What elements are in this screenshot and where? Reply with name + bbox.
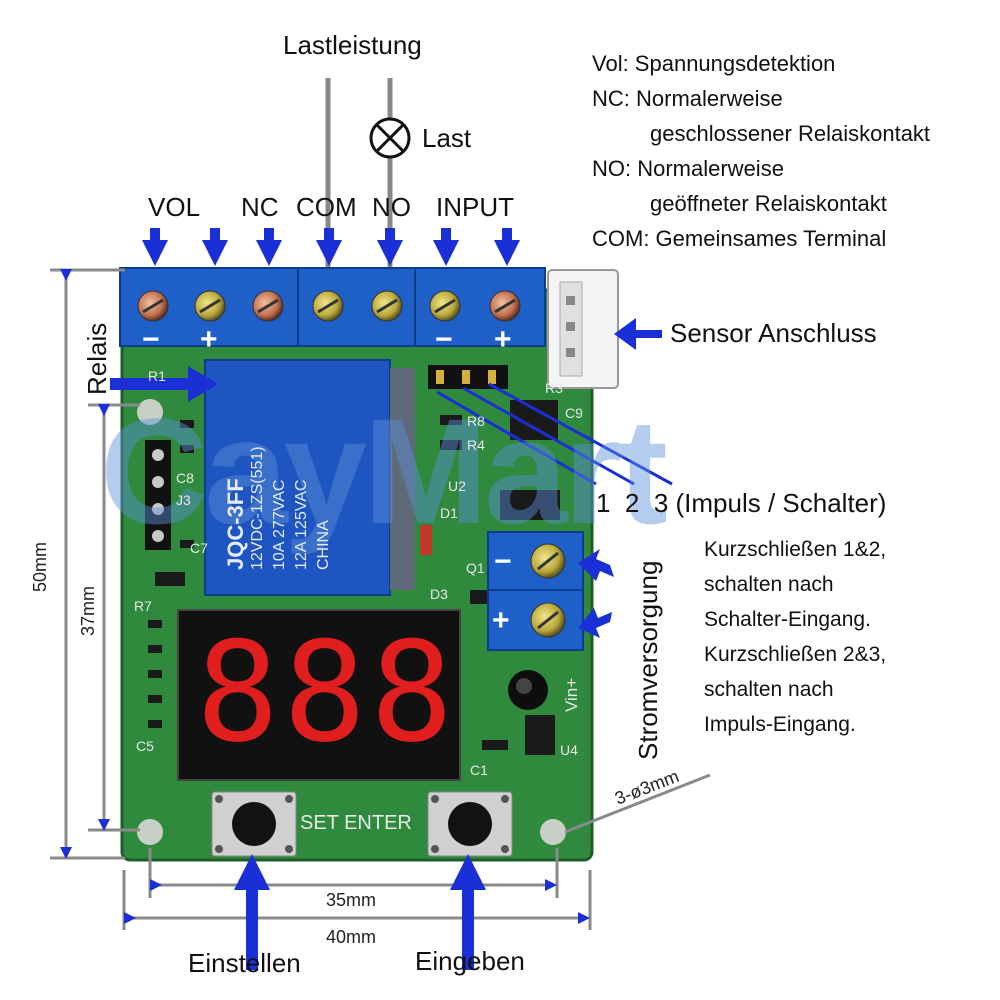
- load-power-label: Lastleistung: [283, 30, 422, 60]
- designator-r8: R8: [467, 413, 485, 429]
- designator-c7: C7: [190, 540, 208, 556]
- dimension-lines: [50, 268, 711, 930]
- legend-vol: Vol: Spannungsdetektion: [592, 51, 836, 76]
- designator-j3: J3: [176, 492, 191, 508]
- enter-push-button[interactable]: [427, 791, 513, 857]
- designator-c9: C9: [565, 405, 583, 421]
- designator-d3: D3: [430, 586, 448, 602]
- legend-com: COM: Gemeinsames Terminal: [592, 226, 887, 251]
- terminal-legend: Vol: Spannungsdetektion NC: Normalerweis…: [592, 46, 930, 256]
- power-supply-label: Stromversorgung: [633, 560, 663, 760]
- enter-button-label: Eingeben: [415, 946, 525, 976]
- relay-component: [204, 359, 415, 596]
- relay-coil: 12VDC-1ZS(551): [249, 446, 266, 570]
- terminal-label-input: INPUT: [436, 192, 514, 222]
- power-terminal-block: [487, 531, 584, 651]
- display-digits: 888: [196, 612, 458, 773]
- pointer-arrows: [110, 228, 662, 970]
- relay-origin: CHINA: [315, 520, 332, 570]
- jumper-pins-label: 1 2 3 (Impuls / Schalter): [596, 488, 887, 518]
- designator-u4: U4: [560, 742, 578, 758]
- load-label: Last: [422, 123, 472, 153]
- jumper-header: [428, 365, 508, 389]
- terminal-label-no: NO: [372, 192, 411, 222]
- jumper-note-line-3: Schalter-Eingang.: [704, 608, 871, 631]
- designator-c1: C1: [470, 762, 488, 778]
- legend-nc: NC: Normalerweise: [592, 86, 783, 111]
- relay-model: JQC-3FF: [223, 478, 248, 570]
- legend-no-desc: geöffneter Relaiskontakt: [650, 191, 887, 216]
- set-button-label: Einstellen: [188, 948, 301, 978]
- jumper-note-line-6: Impuls-Eingang.: [704, 713, 856, 736]
- relay-rating-1: 10A 277VAC: [271, 479, 288, 570]
- dimension-height-holes: 37mm: [78, 585, 98, 636]
- designator-c8: C8: [176, 470, 194, 486]
- vin-silk-label: Vin+: [562, 677, 581, 712]
- power-polarity-minus: −: [494, 545, 512, 578]
- designator-r1: R1: [148, 368, 166, 384]
- relay-rating-2: 12A 125VAC: [293, 479, 310, 570]
- designator-q1: Q1: [466, 560, 485, 576]
- designator-r4: R4: [467, 437, 485, 453]
- seven-segment-display: [177, 609, 461, 781]
- set-push-button[interactable]: [211, 791, 297, 857]
- power-polarity-plus: +: [492, 604, 510, 637]
- jumper-note-line-5: schalten nach: [704, 678, 834, 701]
- brand-watermark: CayMart: [100, 387, 668, 555]
- polarity-plus-input: +: [494, 323, 512, 356]
- dimension-height-total: 50mm: [30, 541, 50, 592]
- polarity-plus-vol: +: [200, 323, 218, 356]
- designator-c5: C5: [136, 738, 154, 754]
- terminal-block-top: [119, 267, 546, 347]
- terminal-label-com: COM: [296, 192, 357, 222]
- relay-label-text: JQC-3FF 12VDC-1ZS(551) 10A 277VAC 12A 12…: [223, 350, 335, 570]
- jumper-note-line-2: schalten nach: [704, 573, 834, 596]
- relay-label: Relais: [82, 322, 112, 395]
- small-components: [145, 400, 560, 755]
- polarity-minus-input: −: [435, 323, 453, 356]
- jumper-note: Kurzschließen 1&2, schalten nach Schalte…: [704, 532, 974, 742]
- designator-u2: U2: [448, 478, 466, 494]
- legend-no: NO: Normalerweise: [592, 156, 784, 181]
- jumper-note-line-4: Kurzschließen 2&3,: [704, 643, 887, 666]
- designator-r7: R7: [134, 598, 152, 614]
- mounting-holes: [137, 399, 566, 845]
- buttons-silk-label: SET ENTER: [300, 812, 412, 834]
- terminal-label-vol: VOL: [148, 192, 201, 222]
- legend-nc-desc: geschlossener Relaiskontakt: [650, 121, 931, 146]
- polarity-minus-vol: −: [142, 323, 160, 356]
- dimension-width-total: 40mm: [326, 927, 377, 947]
- dimension-width-holes: 35mm: [326, 890, 377, 910]
- terminal-label-nc: NC: [241, 192, 279, 222]
- jumper-note-line-1: Kurzschließen 1&2,: [704, 538, 887, 561]
- sensor-connector: [547, 269, 619, 389]
- lamp-symbol: [369, 117, 411, 159]
- jumper-leader-lines: [436, 382, 673, 486]
- sensor-label: Sensor Anschluss: [670, 318, 877, 348]
- designator-d1: D1: [440, 505, 458, 521]
- designator-r3: R3: [545, 380, 563, 396]
